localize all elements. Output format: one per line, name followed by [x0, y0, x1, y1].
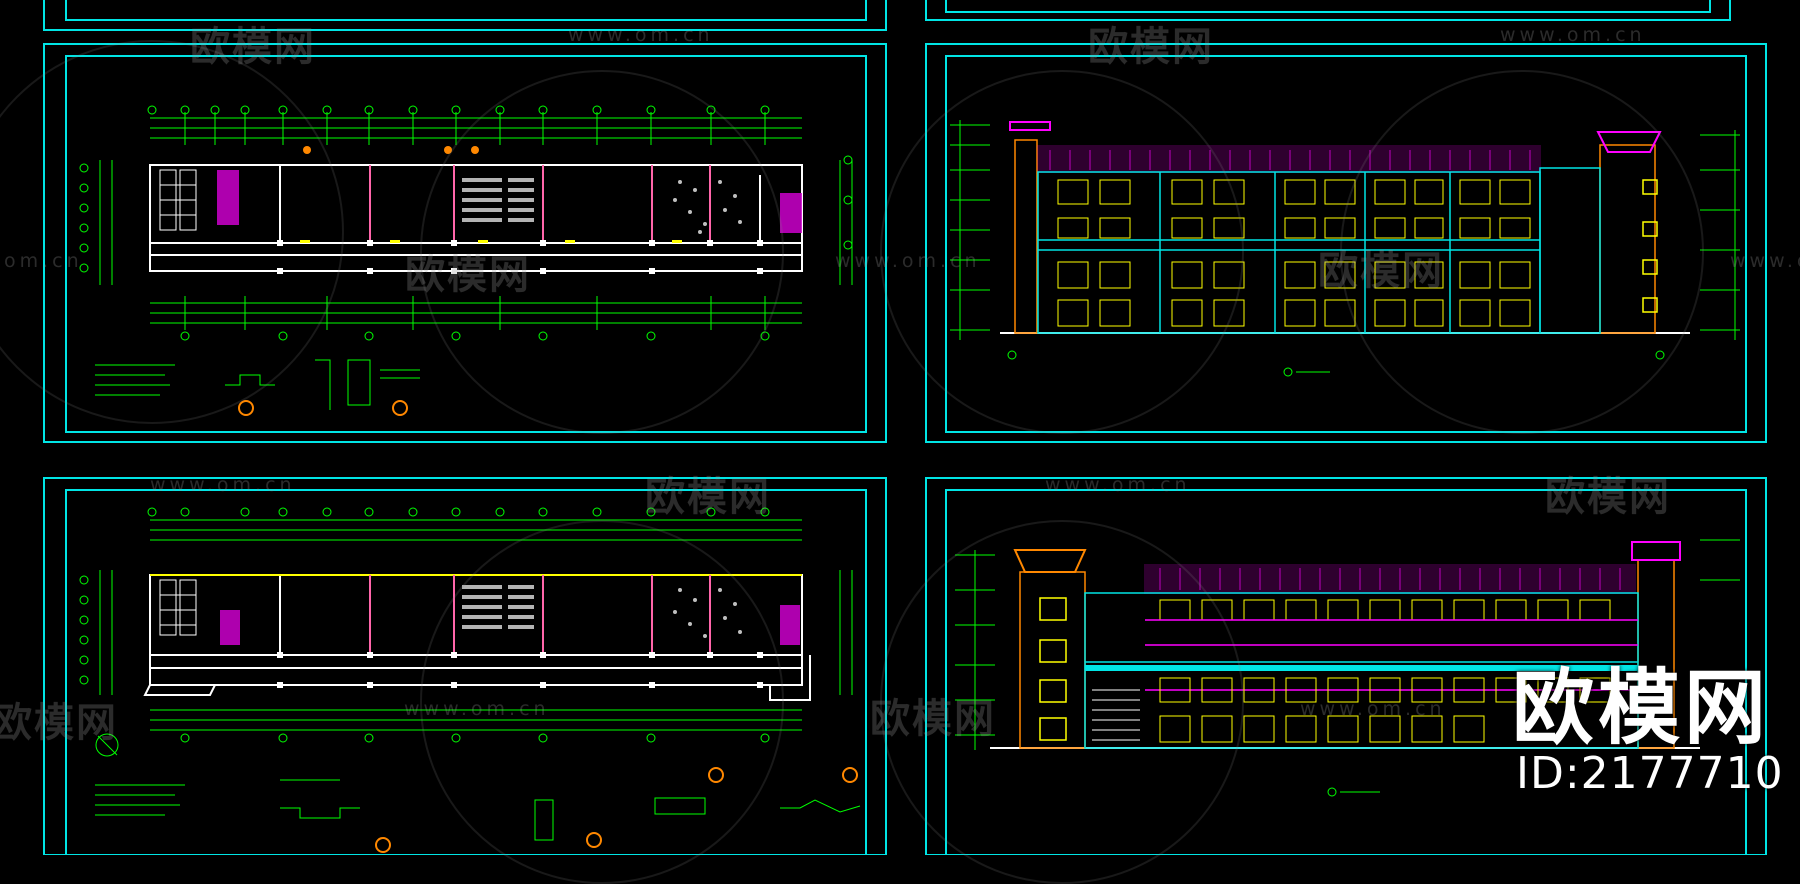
stair-left-bottom	[220, 610, 240, 645]
left-parapet-top-elev	[1009, 121, 1051, 131]
partition-walls-bottom	[369, 575, 711, 655]
partial-sheet-top-left	[43, 0, 887, 31]
stair-bay-bottom-elev	[1092, 689, 1140, 741]
tower-windows-bottom-elev	[1039, 597, 1067, 741]
sheet-elevation-bottom	[925, 477, 1767, 855]
roof-hatch-bottom-elev	[1159, 568, 1621, 590]
windows-upper-bottom-elev	[1159, 599, 1611, 621]
roof-hatch-top-elev	[1049, 150, 1531, 170]
left-tower-cap-bottom-elev	[1013, 549, 1087, 573]
elevation-caption-top	[1007, 350, 1665, 377]
door-marks-top	[300, 240, 682, 243]
lab-tables-bottom	[673, 588, 742, 638]
stair-left-top	[217, 170, 239, 225]
restroom-fixtures-top	[159, 169, 197, 231]
restroom-fixtures-bottom	[159, 579, 197, 636]
building-walls-bottom	[143, 574, 811, 701]
level-marks-bottom-elev	[955, 539, 1740, 750]
classroom-desks-bottom	[462, 585, 534, 629]
tower-windows-top-elev	[1642, 179, 1658, 313]
brand-logo: 欧模网	[1512, 661, 1771, 756]
columns-bottom	[277, 652, 763, 688]
sheet-floor-plan-top	[43, 43, 887, 443]
right-tower-cap-bottom-elev	[1631, 541, 1681, 561]
windows-lower-top-elev	[1057, 261, 1531, 327]
elevation-caption-bottom	[1327, 787, 1380, 797]
facade-body-top-elev	[1037, 167, 1601, 334]
dimension-lines-top	[99, 117, 853, 324]
north-arrow-bottom	[95, 733, 119, 757]
lab-tables-top	[673, 180, 742, 234]
cad-drawing-canvas	[43, 0, 1767, 855]
sheet-floor-plan-bottom	[43, 477, 887, 855]
detail-callouts-top	[238, 400, 408, 416]
partial-sheet-top-right	[925, 0, 1731, 21]
partition-walls-top	[369, 165, 711, 243]
axis-bubbles-top	[79, 105, 853, 341]
detail-drawings-top	[95, 359, 420, 410]
dimension-lines-bottom	[99, 519, 853, 731]
asset-id-label: ID:2177710	[1516, 748, 1784, 799]
sheet-elevation-top	[925, 43, 1767, 443]
roof-band-bottom-elev	[1144, 564, 1636, 594]
balcony-rails-bottom-elev	[1145, 619, 1638, 691]
detail-callouts-bottom	[375, 767, 858, 853]
stair-right-top	[780, 193, 802, 233]
roof-band-top-elev	[1037, 145, 1541, 173]
level-marks-top-elev	[950, 120, 1740, 340]
stair-right-bottom	[780, 605, 800, 645]
columns-top	[277, 240, 763, 274]
classroom-desks-top	[462, 178, 534, 222]
detail-drawings-bottom	[95, 779, 861, 841]
windows-upper-top-elev	[1057, 179, 1531, 239]
windows-lower-bottom-elev	[1159, 677, 1611, 743]
grid-ticks-top	[184, 112, 766, 330]
right-parapet-top-elev	[1596, 131, 1662, 153]
section-markers-top	[303, 146, 479, 154]
axis-bubbles-bottom	[79, 507, 770, 743]
